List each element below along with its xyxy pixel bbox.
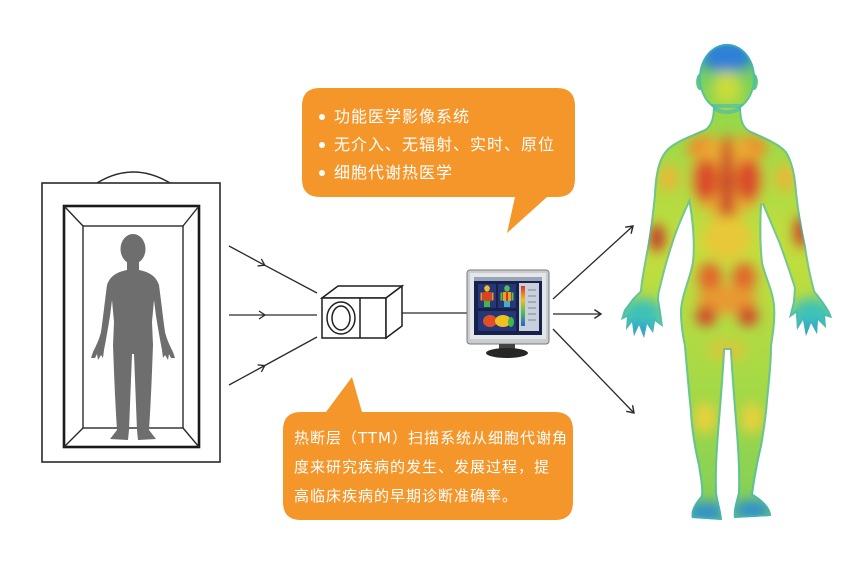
top-bubble-item-text: 细胞代谢热医学 bbox=[334, 163, 454, 182]
thumbnail-arm-right bbox=[491, 292, 494, 301]
thumbnail-arm-left bbox=[480, 292, 483, 301]
bottom-speech-bubble bbox=[283, 377, 573, 520]
thermal-hip-left bbox=[696, 306, 716, 326]
top-bubble-item: 功能医学影像系统 bbox=[316, 103, 555, 131]
thermal-body-image bbox=[621, 44, 832, 520]
bullet-dot bbox=[319, 114, 325, 120]
thermal-lower-back-left bbox=[698, 262, 722, 294]
booth-outer-frame bbox=[41, 182, 221, 463]
scanner-booth-icon bbox=[41, 171, 221, 463]
top-bubble-item-text: 功能医学影像系统 bbox=[334, 107, 471, 126]
top-bubble-item: 无介入、无辐射、实时、原位 bbox=[316, 131, 555, 159]
thermal-elbow-left bbox=[649, 224, 665, 252]
thermal-scapula-right bbox=[736, 158, 760, 202]
thermal-sacrum bbox=[697, 286, 757, 314]
monitor-icon bbox=[466, 269, 550, 358]
thermal-hip-right bbox=[738, 306, 758, 326]
output-arrows bbox=[552, 225, 635, 414]
input-arrow-bottom bbox=[228, 336, 318, 386]
thermal-fingers-right bbox=[796, 326, 828, 342]
thumbnail-region-warm bbox=[495, 315, 511, 327]
monitor-stand-neck bbox=[499, 344, 515, 350]
human-silhouette-icon bbox=[91, 234, 175, 440]
screen-color-scale bbox=[521, 286, 525, 326]
thumbnail-legs bbox=[504, 301, 510, 307]
thermal-mid-back bbox=[703, 216, 751, 260]
thermal-head-edge bbox=[697, 44, 757, 114]
monitor-stand-base bbox=[486, 348, 528, 358]
silhouette-body bbox=[91, 262, 175, 440]
silhouette-head bbox=[120, 234, 146, 264]
thermal-knee-right bbox=[741, 402, 763, 434]
output-arrow-top bbox=[552, 225, 634, 300]
infrared-camera-icon bbox=[319, 284, 405, 340]
top-bubble-list: 功能医学影像系统 无介入、无辐射、实时、原位 细胞代谢热医学 bbox=[316, 103, 555, 187]
thumbnail-spine bbox=[506, 292, 508, 301]
thermal-deltoid-right bbox=[775, 164, 795, 192]
bottom-bubble-line: 高临床疾病的早期诊断准确率。 bbox=[294, 487, 519, 505]
screen-panel-lines bbox=[528, 289, 536, 321]
booth-perspective-edges bbox=[63, 205, 200, 448]
booth-back-wall bbox=[82, 225, 184, 429]
bullet-dot bbox=[319, 170, 325, 176]
top-bubble-item-text: 无介入、无辐射、实时、原位 bbox=[334, 135, 556, 154]
screen-thermal-thumbnail-back bbox=[498, 284, 516, 308]
screen-thermal-thumbnail-wide bbox=[478, 311, 516, 331]
booth-front-opening bbox=[62, 204, 201, 449]
thermal-head-warm bbox=[712, 71, 742, 105]
bottom-bubble-line: 度来研究疾病的发生、发展过程，提 bbox=[294, 458, 551, 476]
thumbnail-head bbox=[504, 285, 510, 292]
booth-dome bbox=[96, 171, 171, 184]
thumbnail-legs bbox=[484, 301, 490, 307]
top-bubble-item: 细胞代谢热医学 bbox=[316, 159, 555, 187]
thermal-lower-back-right bbox=[732, 262, 756, 294]
input-arrows bbox=[228, 245, 318, 386]
screen-menu-bar bbox=[474, 277, 542, 281]
thumbnail-torso bbox=[483, 292, 491, 301]
bottom-bubble-line: 热断层（TTM）扫描系统从细胞代谢角 bbox=[294, 429, 569, 447]
thumbnail-region-cool bbox=[508, 317, 514, 327]
bullet-dot bbox=[319, 142, 325, 148]
thumbnail-head bbox=[484, 285, 490, 292]
camera-side-face bbox=[385, 284, 403, 340]
output-arrow-bottom bbox=[552, 328, 635, 414]
thermal-deltoid-left bbox=[659, 164, 679, 192]
thumbnail-region-hot bbox=[483, 315, 497, 327]
camera-lens-inner bbox=[331, 305, 351, 331]
thermal-knee-left bbox=[694, 402, 716, 434]
screen-thermal-thumbnail-front bbox=[478, 284, 496, 308]
bottom-bubble-text: 热断层（TTM）扫描系统从细胞代谢角 度来研究疾病的发生、发展过程，提 高临床疾… bbox=[294, 424, 568, 511]
input-arrow-top bbox=[228, 245, 318, 294]
thermal-scapula-left bbox=[694, 158, 718, 202]
thumbnail-arm-left bbox=[500, 292, 503, 301]
thumbnail-arm-right bbox=[511, 292, 514, 301]
top-speech-bubble bbox=[302, 88, 575, 233]
